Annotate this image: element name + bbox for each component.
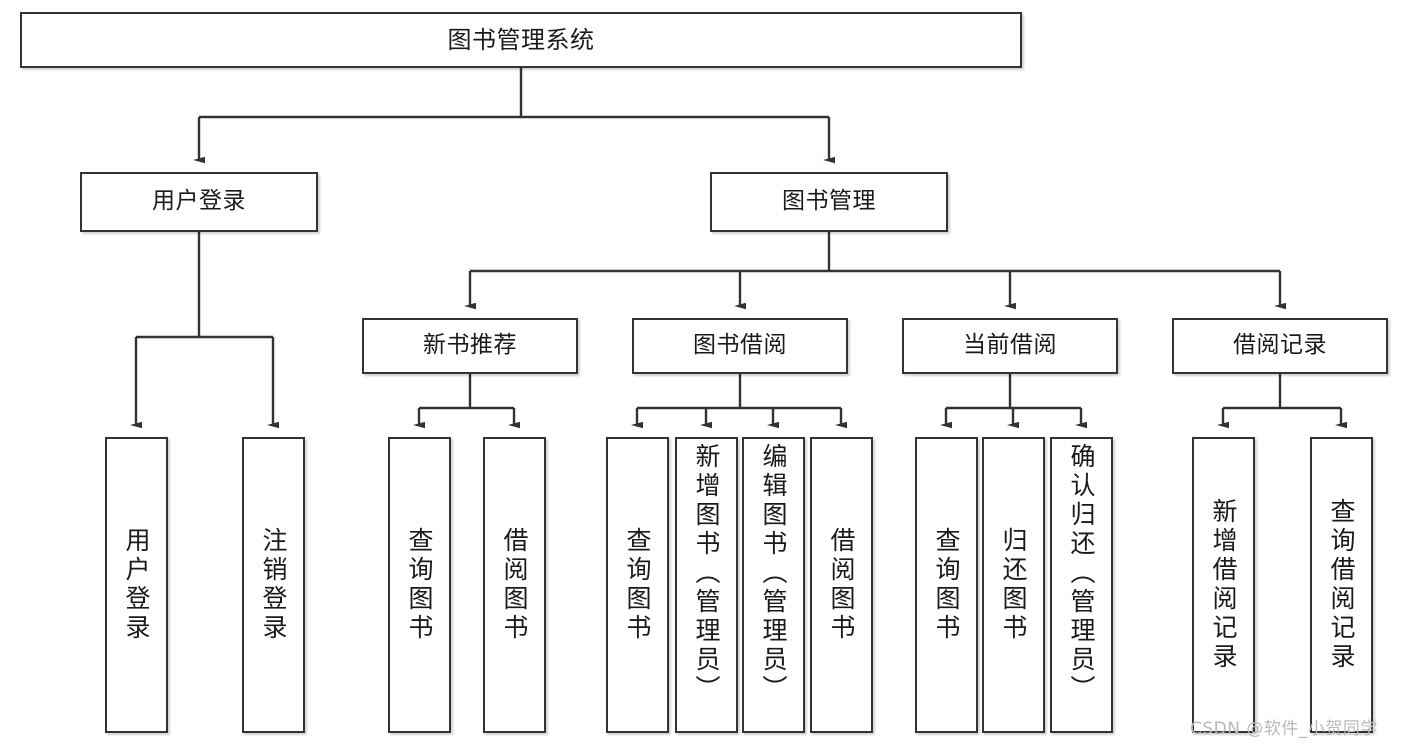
- node-label: 图书借阅: [693, 332, 787, 359]
- node-label: 用户登录: [122, 527, 151, 643]
- node-label: 用户登录: [152, 188, 246, 215]
- node-leaf-user-login[interactable]: 用户登录: [105, 437, 168, 733]
- node-label: 编辑图书（管理员）: [759, 443, 788, 704]
- node-label: 当前借阅: [963, 332, 1057, 359]
- node-leaf-borrow-query-book[interactable]: 查询图书: [606, 437, 669, 733]
- node-leaf-user-logout[interactable]: 注销登录: [242, 437, 305, 733]
- node-leaf-rec-query-book[interactable]: 查询图书: [388, 437, 451, 733]
- node-label: 图书管理: [782, 188, 876, 215]
- node-leaf-borrow-book[interactable]: 借阅图书: [810, 437, 873, 733]
- node-label: 借阅记录: [1233, 332, 1327, 359]
- node-label: 借阅图书: [500, 527, 529, 643]
- node-leaf-rec-borrow-book[interactable]: 借阅图书: [483, 437, 546, 733]
- node-root[interactable]: 图书管理系统: [20, 12, 1022, 68]
- node-label: 新增图书（管理员）: [692, 443, 721, 704]
- node-leaf-query-borrow-record[interactable]: 查询借阅记录: [1310, 437, 1373, 733]
- watermark-text: CSDN @软件_小贺同学: [1190, 719, 1378, 739]
- node-new-book-rec[interactable]: 新书推荐: [362, 318, 578, 374]
- node-label: 借阅图书: [827, 527, 856, 643]
- node-leaf-return-book[interactable]: 归还图书: [982, 437, 1045, 733]
- node-label: 查询图书: [623, 527, 652, 643]
- node-leaf-add-borrow-record[interactable]: 新增借阅记录: [1192, 437, 1255, 733]
- node-leaf-cur-query-book[interactable]: 查询图书: [915, 437, 978, 733]
- node-borrow-record[interactable]: 借阅记录: [1172, 318, 1388, 374]
- node-label: 查询图书: [932, 527, 961, 643]
- node-label: 确认归还（管理员）: [1067, 443, 1096, 704]
- node-book-manage[interactable]: 图书管理: [710, 172, 948, 232]
- node-user-login[interactable]: 用户登录: [80, 172, 318, 232]
- node-leaf-confirm-return-admin[interactable]: 确认归还（管理员）: [1050, 437, 1113, 733]
- node-current-borrow[interactable]: 当前借阅: [902, 318, 1118, 374]
- node-leaf-add-book-admin[interactable]: 新增图书（管理员）: [675, 437, 738, 733]
- node-label: 新书推荐: [423, 332, 517, 359]
- node-book-borrow[interactable]: 图书借阅: [632, 318, 848, 374]
- node-label: 注销登录: [259, 527, 288, 643]
- node-label: 查询借阅记录: [1327, 498, 1356, 672]
- node-label: 查询图书: [405, 527, 434, 643]
- node-label: 归还图书: [999, 527, 1028, 643]
- node-leaf-edit-book-admin[interactable]: 编辑图书（管理员）: [742, 437, 805, 733]
- node-label: 新增借阅记录: [1209, 498, 1238, 672]
- node-label: 图书管理系统: [447, 25, 595, 54]
